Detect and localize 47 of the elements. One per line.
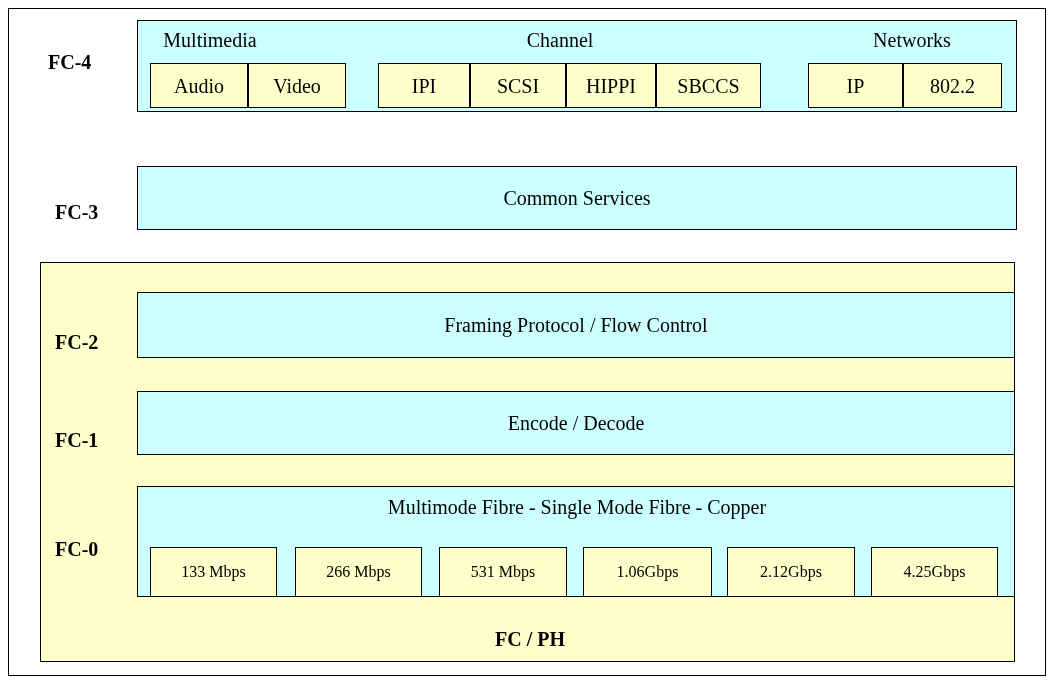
protocol-box bbox=[903, 63, 1002, 108]
protocol-box bbox=[808, 63, 903, 108]
layer-name: FC-4 bbox=[48, 50, 92, 74]
protocol-box bbox=[248, 63, 346, 108]
layer-label: 4.25Gbps bbox=[903, 562, 966, 583]
layer-label: HIPPI bbox=[586, 73, 636, 98]
layer-label: Common Services bbox=[503, 186, 651, 210]
protocol-box bbox=[566, 63, 656, 108]
protocol-box bbox=[727, 547, 855, 597]
protocol-box bbox=[378, 63, 470, 108]
layer-label: Audio bbox=[174, 73, 224, 98]
layer-label: SBCCS bbox=[677, 73, 740, 98]
protocol-box bbox=[656, 63, 761, 108]
layer-box bbox=[137, 391, 1015, 455]
layer-name: FC-3 bbox=[55, 200, 99, 224]
layer-box bbox=[137, 20, 1017, 112]
layer-label: 266 Mbps bbox=[326, 562, 391, 583]
group-heading: Networks bbox=[873, 28, 951, 52]
layer-label: Encode / Decode bbox=[507, 411, 645, 435]
layer-label: 133 Mbps bbox=[181, 562, 246, 583]
panel-title: FC / PH bbox=[495, 627, 565, 651]
layer-label: 2.12Gbps bbox=[760, 562, 822, 583]
protocol-box bbox=[150, 63, 248, 108]
protocol-box bbox=[470, 63, 566, 108]
protocol-box bbox=[439, 547, 567, 597]
group-panel bbox=[40, 262, 1015, 662]
layer-name: FC-0 bbox=[55, 537, 99, 561]
group-heading: Channel bbox=[526, 28, 594, 52]
layer-name: FC-1 bbox=[55, 428, 99, 452]
layer-label: Framing Protocol / Flow Control bbox=[444, 313, 708, 337]
layer-label: 531 Mbps bbox=[470, 562, 536, 583]
group-heading: Multimedia bbox=[163, 28, 257, 52]
layer-box bbox=[137, 486, 1015, 597]
protocol-box bbox=[295, 547, 422, 597]
layer-label: IP bbox=[846, 73, 865, 98]
protocol-box bbox=[583, 547, 712, 597]
layer-label: Video bbox=[273, 73, 321, 98]
protocol-box bbox=[871, 547, 998, 597]
layer-label: SCSI bbox=[496, 73, 540, 98]
layer-label: 1.06Gbps bbox=[616, 562, 679, 583]
layer-box bbox=[137, 292, 1015, 358]
layer-label: Multimode Fibre - Single Mode Fibre - Copper bbox=[387, 495, 767, 519]
layer-box bbox=[137, 166, 1017, 230]
layer-label: IPI bbox=[411, 73, 437, 98]
layer-name: FC-2 bbox=[55, 330, 99, 354]
layer-label: 802.2 bbox=[930, 73, 975, 98]
protocol-box bbox=[150, 547, 277, 597]
